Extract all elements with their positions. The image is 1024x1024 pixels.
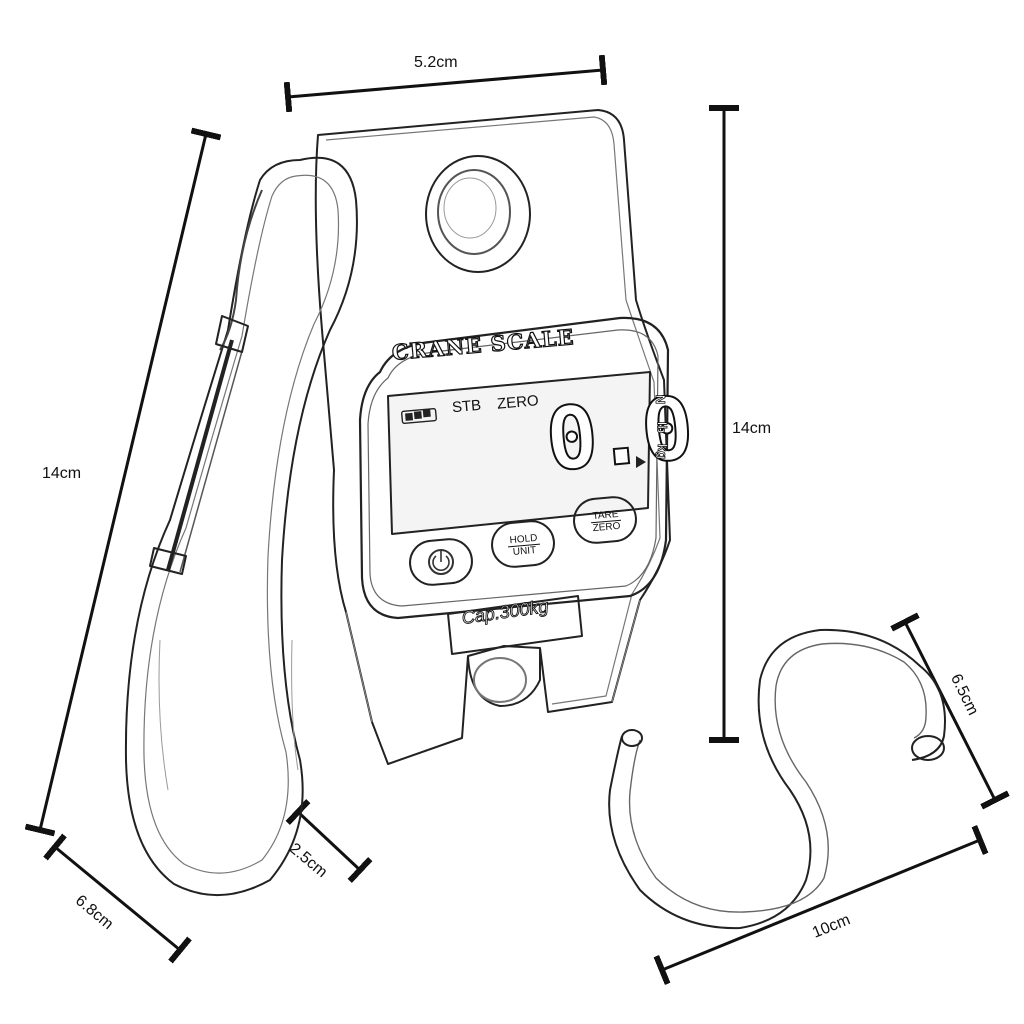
unit-kg: kg [655, 443, 671, 460]
battery-icon [401, 408, 437, 424]
power-icon[interactable] [432, 551, 450, 571]
dim-label-top-width: 5.2cm [414, 54, 458, 71]
status-stb: STB [451, 396, 482, 417]
dim-line-s-hook-height [890, 612, 1010, 810]
dim-line-left [24, 127, 222, 837]
unit-indicator-icon [636, 456, 646, 468]
s-hook [608, 628, 946, 930]
zero-label: ZERO [592, 520, 621, 534]
hold-unit-button[interactable]: HOLD UNIT [492, 521, 555, 568]
unit-label: UNIT [512, 544, 537, 558]
dim-label-left-height: 14cm [42, 465, 82, 482]
scale-body [314, 109, 671, 765]
dim-line-top [283, 54, 608, 113]
status-zero: ZERO [496, 392, 540, 413]
dim-line-hook-depth [43, 833, 192, 964]
weight-reading: 0.0 [541, 378, 695, 492]
unit-n: N [653, 394, 669, 405]
carabiner-hook [124, 156, 358, 897]
tare-zero-button[interactable]: TARE ZERO [574, 497, 637, 544]
unit-lb: lb [654, 421, 670, 434]
dim-line-body-depth [285, 798, 373, 884]
dim-line-s-hook-width [653, 824, 989, 986]
dim-label-right-height: 14cm [732, 420, 772, 437]
